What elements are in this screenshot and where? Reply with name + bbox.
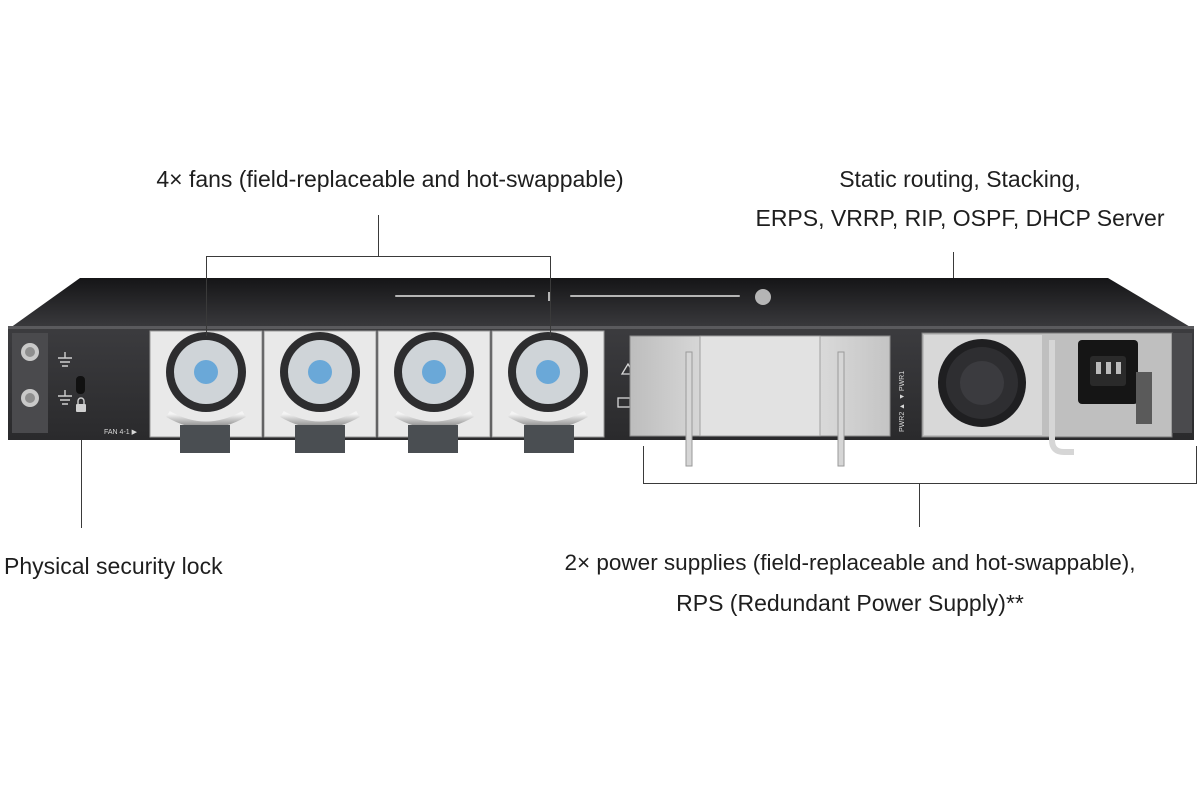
routing-callout-line2: ERPS, VRRP, RIP, OSPF, DHCP Server	[755, 205, 1165, 231]
fan-label: FAN 4-1 ▶	[104, 429, 138, 436]
fans-leader-left	[206, 256, 207, 336]
security-lock-slot	[76, 376, 85, 394]
fan-module[interactable]	[263, 330, 377, 453]
ground-screw-icon	[21, 343, 39, 407]
routing-callout-line1: Static routing, Stacking,	[839, 166, 1081, 192]
fans-leader-vertical	[378, 215, 379, 257]
lock-leader	[81, 440, 82, 528]
power-leader-left	[643, 446, 644, 484]
pwr1-label: ▼ PWR1	[899, 371, 906, 400]
fan-module[interactable]	[149, 330, 263, 453]
power-leader-down	[919, 483, 920, 527]
chassis-top	[10, 278, 1192, 328]
pwr2-label: PWR2 ▲	[899, 403, 906, 432]
routing-leader	[953, 252, 954, 278]
power-callout-line2: RPS (Redundant Power Supply)**	[676, 590, 1024, 616]
fans-callout: 4× fans (field-replaceable and hot-swapp…	[156, 166, 624, 192]
lock-icon	[76, 397, 86, 412]
ground-symbol-icon	[58, 352, 72, 405]
fans-leader-bar	[206, 256, 550, 257]
lock-callout: Physical security lock	[4, 553, 223, 579]
right-ear	[1172, 333, 1192, 433]
psu-handle	[1049, 340, 1074, 455]
fan-module[interactable]	[377, 330, 491, 453]
fans-leader-right	[550, 256, 551, 336]
psu-blank-plate[interactable]	[629, 335, 891, 467]
psu-module[interactable]	[921, 332, 1173, 455]
fan-module[interactable]	[491, 330, 605, 453]
power-leader-right	[1196, 446, 1197, 484]
top-logo	[395, 289, 771, 305]
power-callout-line1: 2× power supplies (field-replaceable and…	[564, 550, 1136, 575]
